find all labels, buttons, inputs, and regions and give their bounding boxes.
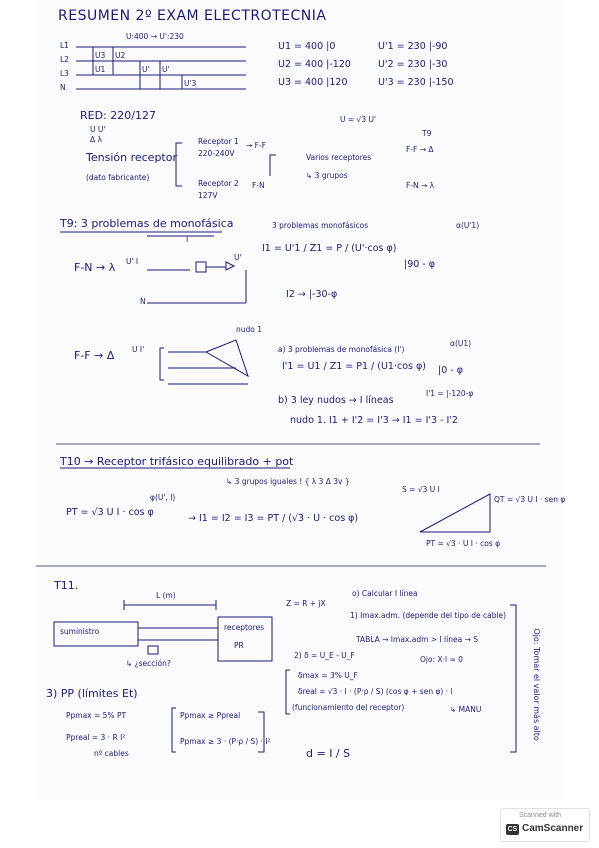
line-label-l3: L3 xyxy=(60,69,69,78)
t9-ref: T9 xyxy=(422,129,432,138)
problem-a-angle: |0 - φ xyxy=(438,365,463,376)
triangle-s: S = √3 U I xyxy=(402,485,440,494)
page-title: RESUMEN 2º EXAM ELECTROTECNIA xyxy=(58,8,327,24)
phasor-label: U3 xyxy=(95,51,106,60)
pt-formula: PT = √3 U I · cos φ xyxy=(66,507,154,518)
red-sub2: Δ λ xyxy=(90,135,102,144)
alpha-label: α(U'1) xyxy=(456,221,480,230)
nudo-label: nudo 1 xyxy=(236,325,263,334)
camscanner-name: CamScanner xyxy=(522,823,584,834)
node-i: I xyxy=(186,235,189,244)
receptor1: Receptor 1 xyxy=(198,137,239,146)
phasor-label: U1 xyxy=(95,65,106,74)
phase-voltage-2: U'2 = 230 |-30 xyxy=(378,59,448,70)
scanned-with-label: Scanned with xyxy=(519,812,562,819)
line-label-n: N xyxy=(60,83,66,92)
line-voltage-1: U1 = 400 |0 xyxy=(278,41,336,52)
problem-a: a) 3 problemas de monofásica (I') xyxy=(278,345,405,354)
problem-b: b) 3 ley nudos → I líneas xyxy=(278,395,394,406)
ncables: nº cables xyxy=(94,749,129,758)
t10-heading: T10 → Receptor trifásico equilibrado + p… xyxy=(60,455,294,468)
tension-label: Tensión receptor xyxy=(86,151,177,164)
line-label-l1: L1 xyxy=(60,41,69,50)
z-formula: Z = R + jX xyxy=(286,599,326,608)
receptor1-v: 220-240V xyxy=(198,149,235,158)
ppmax: Ppmax = 5% PT xyxy=(66,711,127,720)
fn-sub: U' I xyxy=(126,257,139,266)
fn-lambda: F-N → λ xyxy=(406,181,435,190)
phasor-label: U' xyxy=(142,65,150,74)
triangle-p: PT = √3 · U I · cos φ xyxy=(426,539,501,548)
seccion-label: ↳ ¿sección? xyxy=(126,659,171,668)
line-voltage-2: U2 = 400 |-120 xyxy=(278,59,351,70)
phasor-label: U2 xyxy=(115,51,126,60)
voltage-relation: U = √3 U' xyxy=(340,115,377,124)
ff-label: F-F → Δ xyxy=(74,349,115,362)
t9-heading: T9: 3 problemas de monofásica xyxy=(60,217,234,230)
node-u: U' xyxy=(234,253,242,262)
problem-a-alpha: α(U1) xyxy=(450,339,472,348)
ff-sub: U I' xyxy=(132,345,145,354)
receptor2-v: 127V xyxy=(198,191,218,200)
t11-heading: T11. xyxy=(54,579,79,592)
grupos: ↳ 3 grupos xyxy=(306,171,348,180)
formula-angle: |90 - φ xyxy=(404,259,436,270)
step-1: 1) Imax.adm. (depende del tipo de cable) xyxy=(350,611,507,620)
receptor2-conn: F-N xyxy=(252,181,265,190)
receptores-label: receptores xyxy=(224,623,265,632)
camscanner-logo-icon: CS xyxy=(506,824,519,835)
i1-prime: I'1 = |-120-φ xyxy=(426,389,474,398)
phasor-label: U'3 xyxy=(184,79,197,88)
func-note: (funcionamiento del receptor) xyxy=(292,703,405,712)
d-formula: d = I / S xyxy=(306,747,351,760)
step-0: o) Calcular I línea xyxy=(352,589,418,598)
problem-b-formula: nudo 1. I1 + I'2 = I'3 → I1 = I'3 - I'2 xyxy=(290,415,458,426)
scanned-page xyxy=(36,0,563,800)
delta-real: δreal = √3 · I · (P·ρ / S) (cos φ + sen … xyxy=(298,687,453,696)
ppmax3: Ppmax ≥ 3 · (P·ρ / S) · I² xyxy=(180,737,271,746)
line-label-l2: L2 xyxy=(60,55,69,64)
step-2: 2) δ = U_E - U_F xyxy=(294,651,355,660)
length-label: L (m) xyxy=(156,591,176,600)
ppreal: Ppreal = 3 · R I² xyxy=(66,733,126,742)
camscanner-badge: Scanned with CS CamScanner xyxy=(500,808,590,842)
fn-label: F-N → λ xyxy=(74,261,116,274)
varios-receptores: Varios receptores xyxy=(306,153,372,162)
receptor2: Receptor 2 xyxy=(198,179,239,188)
phasor-label: U' xyxy=(162,65,170,74)
step-3: 3) PP (límites Et) xyxy=(46,687,138,700)
voltage-header: U:400 → U':230 xyxy=(126,32,184,41)
tabla-label: TABLA → Imax.adm > I línea → S xyxy=(356,635,478,644)
suministro-label: suministro xyxy=(60,627,100,636)
delta-max: δmax = 3% U_F xyxy=(298,671,358,680)
side-note: Ojo: Tomar el valor más alto xyxy=(531,628,541,741)
currents-formula: → I1 = I2 = I3 = PT / (√3 · U · cos φ) xyxy=(188,513,359,524)
receptor1-conn: → F-F xyxy=(246,141,267,150)
ojo-note: Ojo: X·l ≈ 0 xyxy=(420,655,463,664)
red-sub: U U' xyxy=(90,125,106,134)
phi-label: φ(U', I) xyxy=(150,493,176,502)
phase-voltage-3: U'3 = 230 |-150 xyxy=(378,77,454,88)
manu-label: ↳ MANU xyxy=(450,705,482,714)
node-n: N xyxy=(140,297,146,306)
tension-sub: (dato fabricante) xyxy=(86,173,150,182)
pr-label: PR xyxy=(234,641,244,650)
i2-formula: I2 → |-30-φ xyxy=(286,289,338,300)
problem-a-formula: I'1 = U1 / Z1 = P1 / (U1·cos φ) xyxy=(282,361,426,372)
formula-i1: I1 = U'1 / Z1 = P / (U'·cos φ) xyxy=(262,243,397,254)
red-label: RED: 220/127 xyxy=(80,109,156,122)
triangle-q: QT = √3 U I · sen φ xyxy=(494,495,566,504)
ppmax2: Ppmax ≥ Ppreal xyxy=(180,711,241,720)
mono-title: 3 problemas monofásicos xyxy=(272,221,369,230)
ff-delta: F-F → Δ xyxy=(406,145,434,154)
line-voltage-3: U3 = 400 |120 xyxy=(278,77,348,88)
t10-sub: ↳ 3 grupos iguales ! { λ 3 Δ 3v } xyxy=(226,477,350,486)
phase-voltage-1: U'1 = 230 |-90 xyxy=(378,41,448,52)
